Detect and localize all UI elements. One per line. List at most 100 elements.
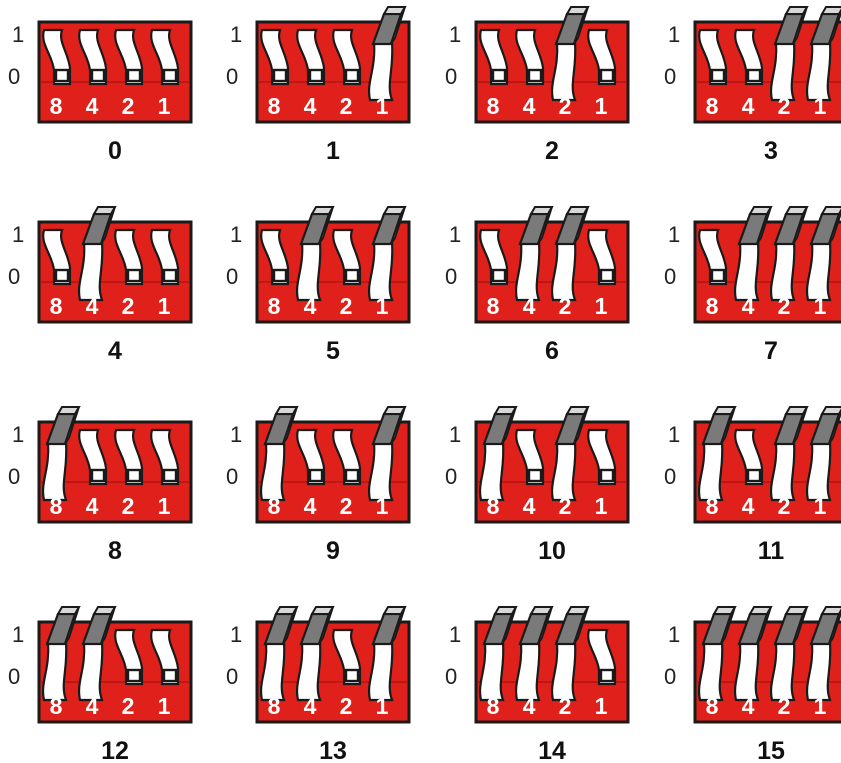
off-label: 0 — [445, 264, 457, 289]
bit-weight-label: 4 — [86, 493, 99, 519]
bit-weight-label: 4 — [304, 493, 317, 519]
bit-weight-label: 2 — [340, 693, 353, 719]
dip-switch-graphic: 108421 — [4, 212, 204, 337]
on-label: 1 — [668, 622, 680, 647]
bit-weight-label: 1 — [814, 293, 827, 319]
bit-weight-label: 1 — [595, 93, 608, 119]
off-label: 0 — [8, 464, 20, 489]
bit-weight-label: 2 — [778, 93, 791, 119]
on-label: 1 — [12, 222, 24, 247]
bit-weight-label: 8 — [706, 493, 719, 519]
bit-weight-label: 2 — [340, 93, 353, 119]
bit-weight-label: 2 — [559, 493, 572, 519]
decimal-value-label: 6 — [532, 337, 572, 366]
decimal-value-label: 3 — [751, 137, 791, 166]
bit-weight-label: 2 — [122, 493, 135, 519]
bit-weight-label: 1 — [158, 493, 171, 519]
bit-weight-label: 2 — [559, 693, 572, 719]
bit-weight-label: 2 — [122, 293, 135, 319]
off-label: 0 — [664, 464, 676, 489]
decimal-value-label: 1 — [313, 137, 353, 166]
bit-weight-label: 1 — [376, 293, 389, 319]
bit-weight-label: 4 — [742, 293, 755, 319]
on-label: 1 — [449, 222, 461, 247]
off-label: 0 — [226, 64, 238, 89]
bit-weight-label: 8 — [487, 93, 500, 119]
bit-weight-label: 1 — [158, 693, 171, 719]
bit-weight-label: 2 — [778, 493, 791, 519]
bit-weight-label: 1 — [595, 693, 608, 719]
on-label: 1 — [449, 22, 461, 47]
decimal-value-label: 2 — [532, 137, 572, 166]
off-label: 0 — [445, 464, 457, 489]
dip-switch-14: 10842114 — [441, 612, 641, 763]
off-label: 0 — [445, 64, 457, 89]
bit-weight-label: 4 — [86, 93, 99, 119]
bit-weight-label: 8 — [268, 693, 281, 719]
off-label: 0 — [226, 264, 238, 289]
bit-weight-label: 8 — [50, 493, 63, 519]
on-label: 1 — [230, 422, 242, 447]
off-label: 0 — [664, 264, 676, 289]
bit-weight-label: 4 — [86, 693, 99, 719]
bit-weight-label: 2 — [122, 693, 135, 719]
bit-weight-label: 4 — [86, 293, 99, 319]
off-label: 0 — [8, 264, 20, 289]
off-label: 0 — [226, 464, 238, 489]
on-label: 1 — [668, 22, 680, 47]
bit-weight-label: 2 — [559, 293, 572, 319]
bit-weight-label: 1 — [158, 293, 171, 319]
bit-weight-label: 4 — [523, 293, 536, 319]
bit-weight-label: 8 — [706, 293, 719, 319]
bit-weight-label: 2 — [778, 293, 791, 319]
bit-weight-label: 2 — [340, 493, 353, 519]
bit-weight-label: 8 — [487, 493, 500, 519]
off-label: 0 — [8, 664, 20, 689]
bit-weight-label: 8 — [50, 293, 63, 319]
decimal-value-label: 9 — [313, 537, 353, 566]
bit-weight-label: 1 — [595, 493, 608, 519]
bit-weight-label: 1 — [376, 93, 389, 119]
decimal-value-label: 14 — [532, 737, 572, 763]
bit-weight-label: 8 — [487, 293, 500, 319]
bit-weight-label: 8 — [50, 693, 63, 719]
bit-weight-label: 8 — [487, 693, 500, 719]
decimal-value-label: 13 — [313, 737, 353, 763]
decimal-value-label: 11 — [751, 537, 791, 566]
off-label: 0 — [664, 664, 676, 689]
off-label: 0 — [226, 664, 238, 689]
dip-switch-graphic: 108421 — [441, 612, 641, 737]
decimal-value-label: 4 — [95, 337, 135, 366]
off-label: 0 — [8, 64, 20, 89]
bit-weight-label: 2 — [778, 693, 791, 719]
decimal-value-label: 0 — [95, 137, 135, 166]
dip-switch-graphic: 108421 — [222, 12, 422, 137]
bit-weight-label: 4 — [742, 493, 755, 519]
bit-weight-label: 1 — [814, 693, 827, 719]
dip-switch-6: 1084216 — [441, 212, 641, 382]
on-label: 1 — [668, 222, 680, 247]
bit-weight-label: 8 — [706, 93, 719, 119]
dip-switch-graphic: 108421 — [441, 212, 641, 337]
on-label: 1 — [230, 22, 242, 47]
dip-switch-5: 1084215 — [222, 212, 422, 382]
bit-weight-label: 8 — [268, 93, 281, 119]
on-label: 1 — [449, 622, 461, 647]
decimal-value-label: 8 — [95, 537, 135, 566]
on-label: 1 — [230, 622, 242, 647]
bit-weight-label: 2 — [340, 293, 353, 319]
dip-switch-graphic: 108421 — [660, 412, 841, 537]
on-label: 1 — [230, 222, 242, 247]
decimal-value-label: 12 — [95, 737, 135, 763]
